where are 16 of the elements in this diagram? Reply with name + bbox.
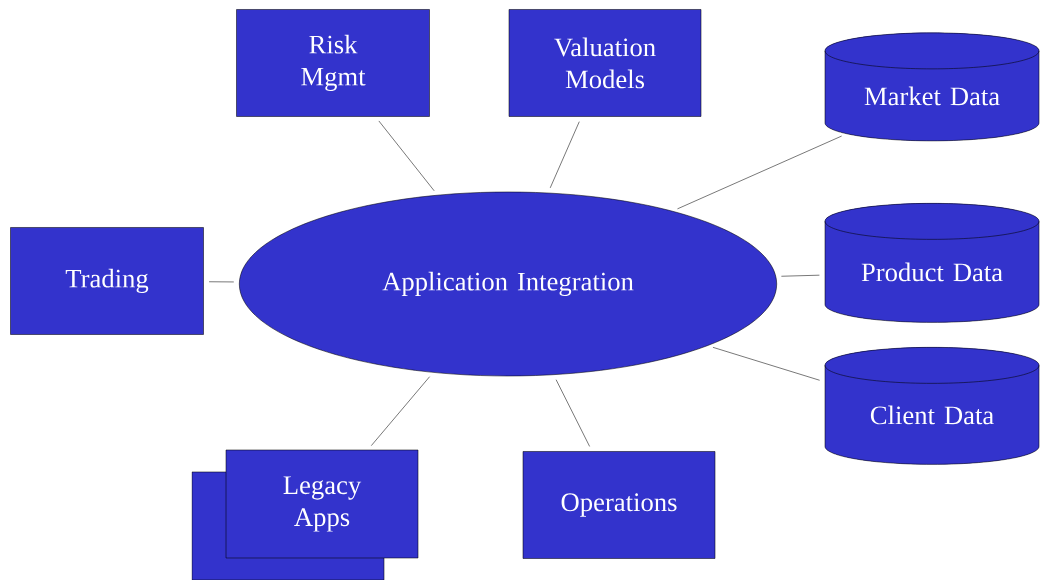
connector-line (549, 121, 580, 189)
database-cylinder: Market Data (824, 32, 1040, 142)
process-box: Valuation Models (508, 9, 702, 117)
connector-line (555, 379, 590, 447)
connector-line (208, 281, 235, 283)
connector-line (712, 347, 820, 381)
process-box: Risk Mgmt (236, 9, 430, 117)
connector-line (677, 135, 842, 210)
process-box: Operations (522, 451, 716, 559)
database-cylinder: Client Data (824, 347, 1040, 465)
process-box: Trading (10, 227, 204, 335)
connector-line (371, 376, 430, 446)
connector-line (378, 120, 435, 192)
database-cylinder: Product Data (824, 203, 1040, 323)
stacked-boxes: Legacy Apps (191, 449, 419, 580)
connector-line (781, 274, 820, 277)
